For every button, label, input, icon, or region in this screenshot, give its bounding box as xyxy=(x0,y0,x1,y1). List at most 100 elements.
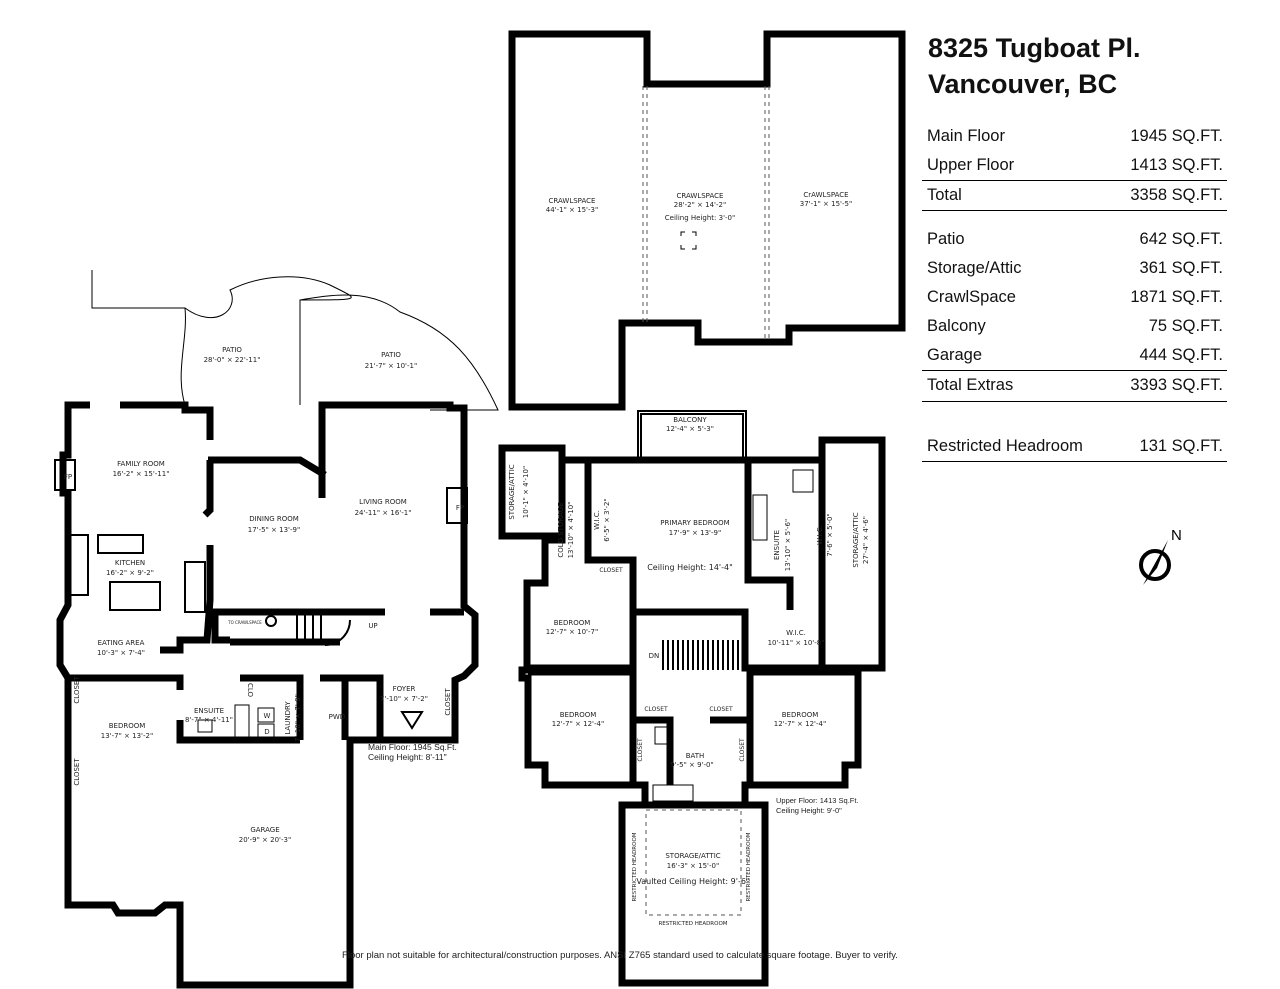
disclaimer: Floor plan not suitable for architectura… xyxy=(342,950,898,961)
area-label: Upper Floor xyxy=(927,156,1015,174)
room-dims: 12'-7" × 10'-7" xyxy=(546,628,598,636)
room-name: BEDROOM xyxy=(109,722,146,730)
room-dims: 12'-7" × 12'-4" xyxy=(774,720,826,728)
ceiling-height-label: Ceiling Height: 14'-4" xyxy=(647,563,733,572)
washer-label: W xyxy=(264,712,271,720)
patio-label: PATIO xyxy=(222,346,242,354)
bathtub-icon xyxy=(234,704,250,738)
room-dims: 9'-5" × 9'-0" xyxy=(670,761,713,769)
area-value: 642 SQ.FT. xyxy=(1139,230,1223,248)
room-dims: 24'-11" × 16'-1" xyxy=(355,509,412,517)
area-value: 3358 SQ.FT. xyxy=(1130,186,1223,204)
crawlspace-middle-ceiling: Ceiling Height: 3'-0" xyxy=(665,214,735,222)
fp-label: FP xyxy=(456,504,464,512)
room-dims: 13'-10" × 5'-6" xyxy=(784,519,792,571)
area-value: 3393 SQ.FT. xyxy=(1130,376,1223,394)
upper-floor-area-note: Upper Floor: 1413 Sq.Ft. xyxy=(776,796,859,805)
room-name: W.I.C. xyxy=(786,629,806,637)
stairs-icon xyxy=(662,640,739,670)
patio-outline xyxy=(91,270,499,411)
room-name: STORAGE/ATTIC xyxy=(508,464,516,519)
upper-floor-ceiling-note: Ceiling Height: 9'-0" xyxy=(776,806,842,815)
dryer-label: D xyxy=(264,728,269,736)
area-value: 361 SQ.FT. xyxy=(1139,259,1223,277)
shower-icon xyxy=(654,726,673,745)
room-name: GARAGE xyxy=(250,826,279,834)
room-dims: 6'-5" × 3'-2" xyxy=(603,498,611,541)
room-dims: 13'-10" × 4'-10" xyxy=(567,502,575,559)
room-name: ENSUITE xyxy=(773,530,781,560)
area-row: Upper Floor 1413 SQ.FT. xyxy=(922,151,1227,180)
room-dims: 16'-2" × 15'-11" xyxy=(113,470,170,478)
room-dims: 10'-1" × 4'-10" xyxy=(522,466,530,518)
area-label: Garage xyxy=(927,346,983,364)
room-dims: 8'-7" × 4'-11" xyxy=(185,716,233,724)
powder-room-label: PWD. xyxy=(329,713,348,721)
ceiling-height-label: Vaulted Ceiling Height: 9'-6" xyxy=(636,877,749,886)
room-name: W.I.C. xyxy=(816,525,824,545)
area-label: Balcony xyxy=(927,317,986,335)
main-floor-area-note: Main Floor: 1945 Sq.Ft. xyxy=(368,742,457,752)
address-line-1: 8325 Tugboat Pl. xyxy=(928,33,1141,63)
main-floor-ceiling-note: Ceiling Height: 8'-11" xyxy=(368,752,447,762)
no-entry-icon xyxy=(265,615,277,627)
closet-label: CLOSET xyxy=(644,706,668,713)
area-label: Main Floor xyxy=(927,127,1005,145)
patio-dims: 28'-0" × 22'-11" xyxy=(204,356,261,364)
room-dims: 12'-7" × 12'-4" xyxy=(552,720,604,728)
closet-label: CLOSET xyxy=(73,758,81,786)
restricted-headroom-label: RESTRICTED HEADROOM xyxy=(658,921,727,927)
room-name: BALCONY xyxy=(673,416,707,424)
room-name: BEDROOM xyxy=(554,619,591,627)
crawlspace-middle-dims: 28'-2" × 14'-2" xyxy=(674,201,726,209)
room-name: BEDROOM xyxy=(782,711,819,719)
area-label: Restricted Headroom xyxy=(927,437,1083,455)
fp-label: FP xyxy=(64,473,72,481)
shower-icon xyxy=(792,469,814,493)
area-row: Patio 642 SQ.FT. xyxy=(922,225,1227,254)
crawlspace-left-dims: 44'-1" × 15'-3" xyxy=(546,206,598,214)
room-dims: 7'-6" × 5'-0" xyxy=(826,513,834,556)
main-floor-plan: PATIO 28'-0" × 22'-11" PATIO 21'-7" × 10… xyxy=(54,270,499,989)
stairs-icon xyxy=(296,612,322,642)
room-dims: 20'-9" × 20'-3" xyxy=(239,836,291,844)
fireplace-icon xyxy=(446,487,468,524)
area-value: 1871 SQ.FT. xyxy=(1130,288,1223,306)
stairs-down-label: DN xyxy=(649,652,660,660)
closet-label: CLOSET xyxy=(599,567,623,574)
area-value: 444 SQ.FT. xyxy=(1139,346,1223,364)
hatch-icon xyxy=(680,231,697,250)
vanity-icon xyxy=(752,494,768,541)
sink-icon xyxy=(197,719,213,733)
restricted-row: Restricted Headroom 131 SQ.FT. xyxy=(922,432,1227,462)
area-value: 131 SQ.FT. xyxy=(1139,437,1223,455)
restricted-headroom-label: RESTRICTED HEADROOM xyxy=(746,832,752,901)
area-label: CrawlSpace xyxy=(927,288,1016,306)
crawlspace-outline xyxy=(508,30,906,411)
room-dims: 13'-7" × 13'-2" xyxy=(101,732,153,740)
room-name: STORAGE/ATTIC xyxy=(665,852,720,860)
room-dims: 16'-3" × 15'-0" xyxy=(667,862,719,870)
room-name: DINING ROOM xyxy=(249,515,299,523)
closet-label: CLOSET xyxy=(444,688,452,716)
address-line-2: Vancouver, BC xyxy=(928,69,1118,99)
area-row: Balcony 75 SQ.FT. xyxy=(922,312,1227,341)
area-label: Patio xyxy=(927,230,965,248)
stair-curve xyxy=(324,619,351,646)
crawlspace-right-name: CrAWLSPACE xyxy=(803,191,848,199)
crawlspace-left-name: CRAWLSPACE xyxy=(549,197,596,205)
room-name: BATH xyxy=(686,752,705,760)
area-value: 75 SQ.FT. xyxy=(1148,317,1223,335)
north-label: N xyxy=(1171,527,1182,544)
room-name: W.I.C. xyxy=(593,510,601,530)
area-value: 1413 SQ.FT. xyxy=(1130,156,1223,174)
area-row: CrawlSpace 1871 SQ.FT. xyxy=(922,283,1227,312)
room-dims: 7'-10" × 7'-9" xyxy=(294,694,302,742)
room-dims: 7'-10" × 7'-2" xyxy=(380,695,428,703)
